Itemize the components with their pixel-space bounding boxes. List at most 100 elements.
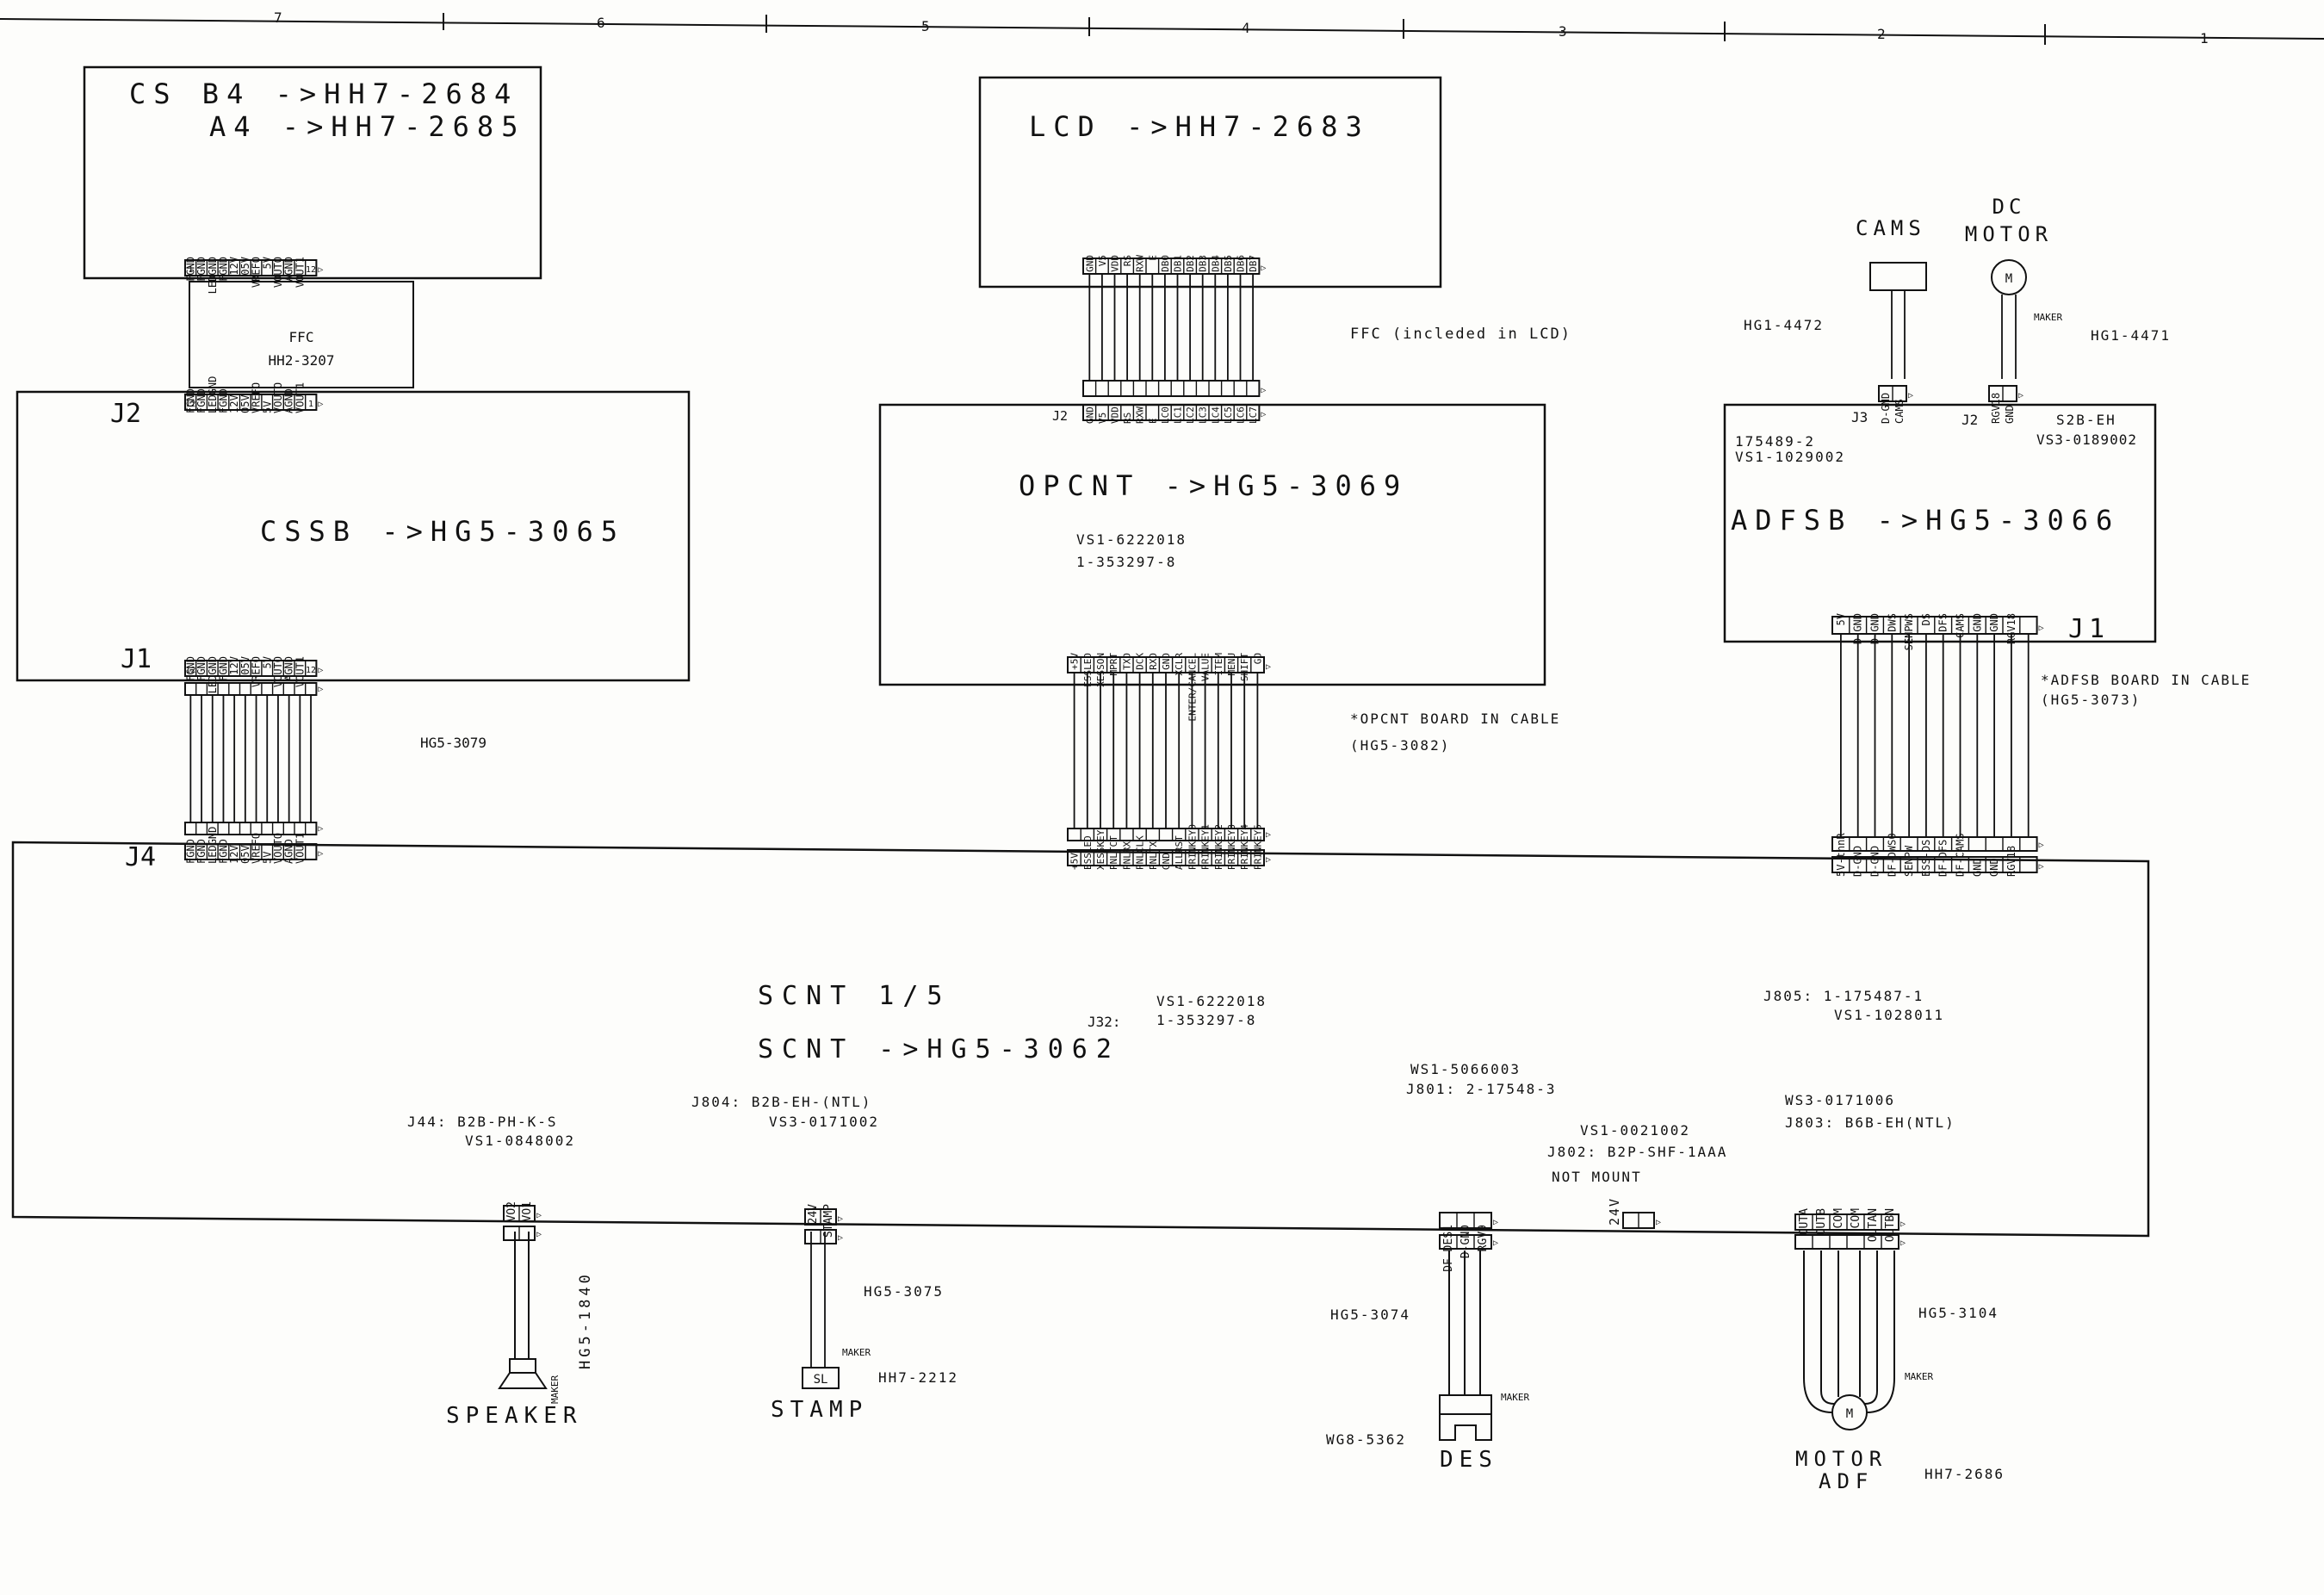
cssb-j2-pin-label: AGND bbox=[283, 388, 295, 413]
opcnt-j2-pin-label: E bbox=[1147, 418, 1158, 424]
j804-part: VS3-0171002 bbox=[769, 1114, 879, 1130]
opcnt-cable-note: *OPCNT BOARD IN CABLE bbox=[1350, 711, 1560, 727]
cssb-j1-connector-arrow: ▷ bbox=[318, 666, 323, 675]
opcnt-j2-label: J2 bbox=[1052, 408, 1068, 424]
scnt-j7b-pin-label: DF-DWS0 bbox=[1886, 833, 1898, 877]
adf-motor-wire bbox=[1866, 1251, 1895, 1413]
cams-part: HG1-4472 bbox=[1744, 317, 1824, 333]
lcd-pin-label: V5 bbox=[1097, 255, 1108, 266]
des-body bbox=[1439, 1414, 1492, 1441]
stamp-box-label: SL bbox=[814, 1373, 828, 1387]
opcnt-part1: VS1-6222018 bbox=[1076, 531, 1187, 548]
opcnt-j2-pin-label: LC4 bbox=[1210, 407, 1221, 424]
lcd-title: LCD ->HH7-2683 bbox=[1029, 110, 1370, 143]
cssb-j2-pin-label: VOUT1 bbox=[294, 382, 306, 413]
scnt-j4-pin-label: 5V bbox=[261, 852, 273, 864]
scnt-j4-pin-label: FGND bbox=[195, 839, 208, 864]
j803-cable-connector-arrow: ▷ bbox=[1900, 1238, 1906, 1248]
zone-number: 2 bbox=[1877, 26, 1886, 42]
stamp-maker: MAKER bbox=[842, 1347, 871, 1358]
cable-left-top-connector-arrow: ▷ bbox=[318, 685, 323, 694]
lcd-ffc-note: FFC (incleded in LCD) bbox=[1350, 326, 1571, 343]
speaker-symbol bbox=[498, 1232, 548, 1389]
j44-cable-connector-arrow: ▷ bbox=[536, 1230, 542, 1239]
scnt-j7b-connector-arrow: ▷ bbox=[2039, 862, 2044, 872]
j44-cable: HG5-1840 bbox=[577, 1271, 594, 1369]
j804-cable: HG5-3075 bbox=[864, 1283, 944, 1300]
opcnt-j2-pin-label: LC3 bbox=[1198, 407, 1209, 424]
adf-motor-wire bbox=[1864, 1251, 1878, 1405]
adfsb-cable-note: *ADFSB BOARD IN CABLE bbox=[2041, 672, 2251, 688]
j801-connector-arrow: ▷ bbox=[1493, 1218, 1498, 1227]
cssb-j1-pin-label: AGND bbox=[283, 656, 295, 681]
opcnt-j1-pin-label: XESSON bbox=[1095, 653, 1106, 687]
scnt-j4-pin-label: LEDGND bbox=[207, 827, 219, 864]
j803-cable: HG5-3104 bbox=[1918, 1305, 1999, 1321]
scnt-j7-pin-label: PRINKEY5 bbox=[1252, 824, 1263, 870]
opcnt-j2-pin-label: LC6 bbox=[1236, 407, 1247, 424]
adfsb-j1-pin-label: DWS bbox=[1886, 613, 1898, 632]
cssb-j2-pin-label: VOUTO bbox=[272, 382, 284, 413]
opcnt-j1-pin-label: GO bbox=[1252, 653, 1263, 664]
scnt-board bbox=[11, 841, 2150, 1238]
lcd-pin-label: DB6 bbox=[1236, 255, 1247, 272]
j801-label: J801: 2-17548-3 bbox=[1406, 1081, 1557, 1097]
j803-connector-arrow: ▷ bbox=[1900, 1220, 1906, 1229]
adfsb-j2-pin-label: RGV18 bbox=[1990, 393, 2002, 424]
j801-cable-connector-arrow: ▷ bbox=[1493, 1238, 1498, 1248]
scnt-j4-pin-label: 05V bbox=[239, 845, 251, 864]
j803-part: WS3-0171006 bbox=[1785, 1092, 1895, 1108]
opcnt-j1-pin-label: VALUE bbox=[1200, 653, 1212, 681]
scnt-title1: SCNT 1/5 bbox=[758, 981, 951, 1011]
des-sensor bbox=[1439, 1251, 1492, 1441]
j803-pin-label: COM bbox=[1832, 1208, 1845, 1229]
speaker-label: SPEAKER bbox=[446, 1403, 583, 1429]
scnt-j7-connector-arrow: ▷ bbox=[1266, 855, 1271, 865]
cs-pin-label: FGND bbox=[195, 257, 208, 282]
j32-part2: 1-353297-8 bbox=[1156, 1012, 1256, 1028]
scnt-j4-pin-label: FGND bbox=[184, 839, 196, 864]
j801-cable-connector bbox=[1439, 1234, 1492, 1250]
opcnt-j2-pin-label: LC0 bbox=[1160, 407, 1171, 424]
cs-pin-label: VREFO bbox=[251, 257, 263, 288]
opcnt-j2-pin-label: VDD bbox=[1110, 407, 1121, 424]
des-maker: MAKER bbox=[1501, 1392, 1529, 1403]
scnt-j7-pin-label: +5V bbox=[1069, 853, 1081, 870]
opcnt-j1-pin-label: TXD bbox=[1121, 653, 1132, 670]
j44-pin-label: VO1 bbox=[521, 1201, 534, 1221]
zone-number: 1 bbox=[2200, 30, 2209, 47]
opcnt-j1-pin-label: +5V bbox=[1069, 653, 1081, 670]
scnt-j7-pin-label: PNLTX bbox=[1148, 841, 1159, 870]
zone-number: 7 bbox=[274, 9, 282, 26]
dc-motor-part: HG1-4471 bbox=[2091, 327, 2171, 344]
scnt-j7-pin-label: PNLRX bbox=[1121, 841, 1132, 870]
cssb-j2-pin-label: FGND bbox=[184, 388, 196, 413]
adfsb-j1-pin-label: 5V bbox=[1835, 613, 1847, 625]
adfsb-j1-pin-label: GND bbox=[1971, 613, 1983, 632]
ffc-left-title: FFC bbox=[289, 329, 314, 345]
zone-number: 5 bbox=[921, 18, 930, 34]
j804-connector-arrow: ▷ bbox=[838, 1214, 843, 1224]
scnt-j7b-pin-label: DF-DFS bbox=[1937, 840, 1949, 877]
adfsb-j1-pin-label: DFS bbox=[1937, 613, 1949, 632]
adfsb-j1-pin-label: CAMS bbox=[1955, 613, 1967, 638]
cssb-j2-pin-label: 5V bbox=[261, 401, 273, 413]
ruler-line bbox=[0, 18, 2324, 40]
cssb-j1-pin-label: LEDGND bbox=[207, 656, 219, 693]
cable-left-part: HG5-3079 bbox=[420, 735, 486, 751]
cssb-j1-pin-label: 5V bbox=[261, 656, 273, 668]
opcnt-j1-pin-label: ITEM bbox=[1213, 653, 1224, 676]
adf-motor bbox=[1803, 1251, 1895, 1431]
opcnt-j2-pin-label: LC5 bbox=[1223, 407, 1234, 424]
cssb-j2-label: J2 bbox=[110, 399, 141, 429]
adfsb-cable-bottom-connector-arrow: ▷ bbox=[2039, 841, 2044, 850]
adf-motor-m: M bbox=[1846, 1407, 1853, 1421]
zone-number: 6 bbox=[597, 15, 605, 31]
scnt-j7b-pin-label: RGV18 bbox=[2005, 846, 2017, 877]
scnt-j7-connector bbox=[1067, 849, 1265, 866]
opcnt-j1-pin-label: RXD bbox=[1148, 653, 1159, 670]
lcd-pin-label: DB3 bbox=[1198, 255, 1209, 272]
scnt-j4-pin-label: 12V bbox=[228, 845, 240, 864]
dc-motor-label2: MOTOR bbox=[1965, 222, 2053, 246]
opcnt-j1-pin-label: GND bbox=[1161, 653, 1172, 670]
